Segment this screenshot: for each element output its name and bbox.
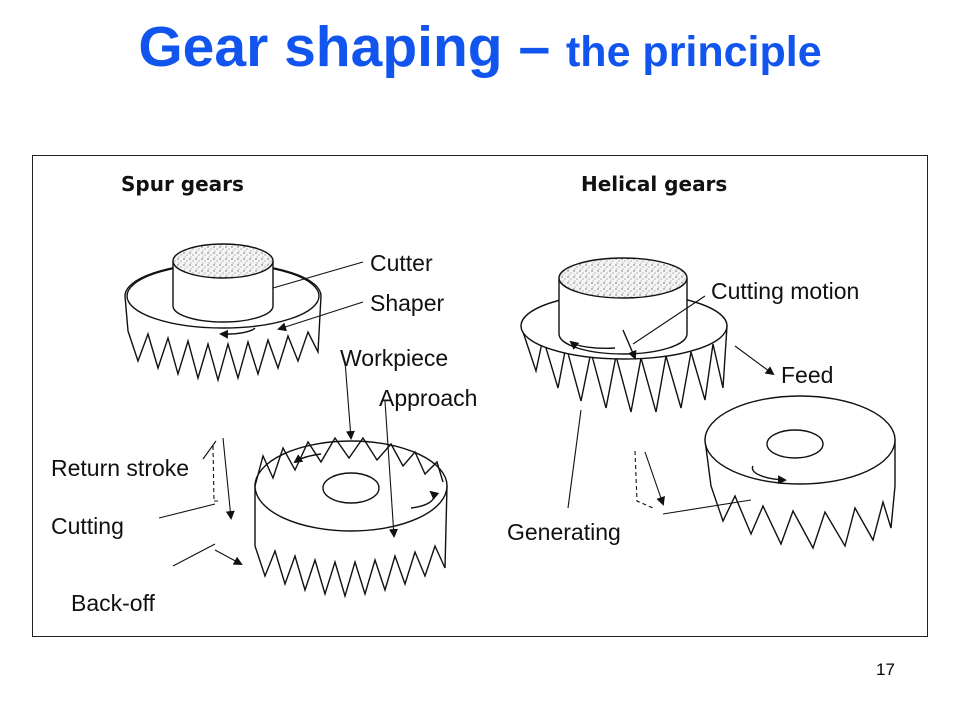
page-number: 17	[876, 660, 895, 679]
label-workpiece: Workpiece	[340, 345, 448, 371]
label-cutting-motion: Cutting motion	[711, 278, 859, 304]
label-feed: Feed	[781, 362, 833, 388]
spur-workpiece-drawing	[254, 436, 448, 599]
helical-cutter-drawing	[520, 257, 728, 413]
slide-title: Gear shaping – the principle	[0, 14, 960, 80]
title-subtitle: the principle	[565, 28, 822, 76]
title-separator: –	[502, 15, 566, 79]
label-back-off: Back-off	[71, 590, 156, 616]
label-return-stroke: Return stroke	[51, 455, 189, 481]
spur-cutter-drawing	[124, 243, 322, 383]
helical-gears-heading: Helical gears	[581, 172, 727, 196]
leader-lines	[158, 261, 775, 567]
helical-workpiece-drawing	[704, 395, 896, 550]
label-cutting: Cutting	[51, 513, 124, 539]
label-cutter: Cutter	[370, 250, 433, 276]
spur-gears-heading: Spur gears	[121, 172, 244, 196]
label-approach: Approach	[379, 385, 477, 411]
title-main: Gear shaping	[138, 15, 503, 79]
gear-shaping-figure: Spur gears Helical gears	[32, 155, 928, 637]
label-shaper: Shaper	[370, 290, 445, 316]
label-generating: Generating	[507, 519, 621, 545]
